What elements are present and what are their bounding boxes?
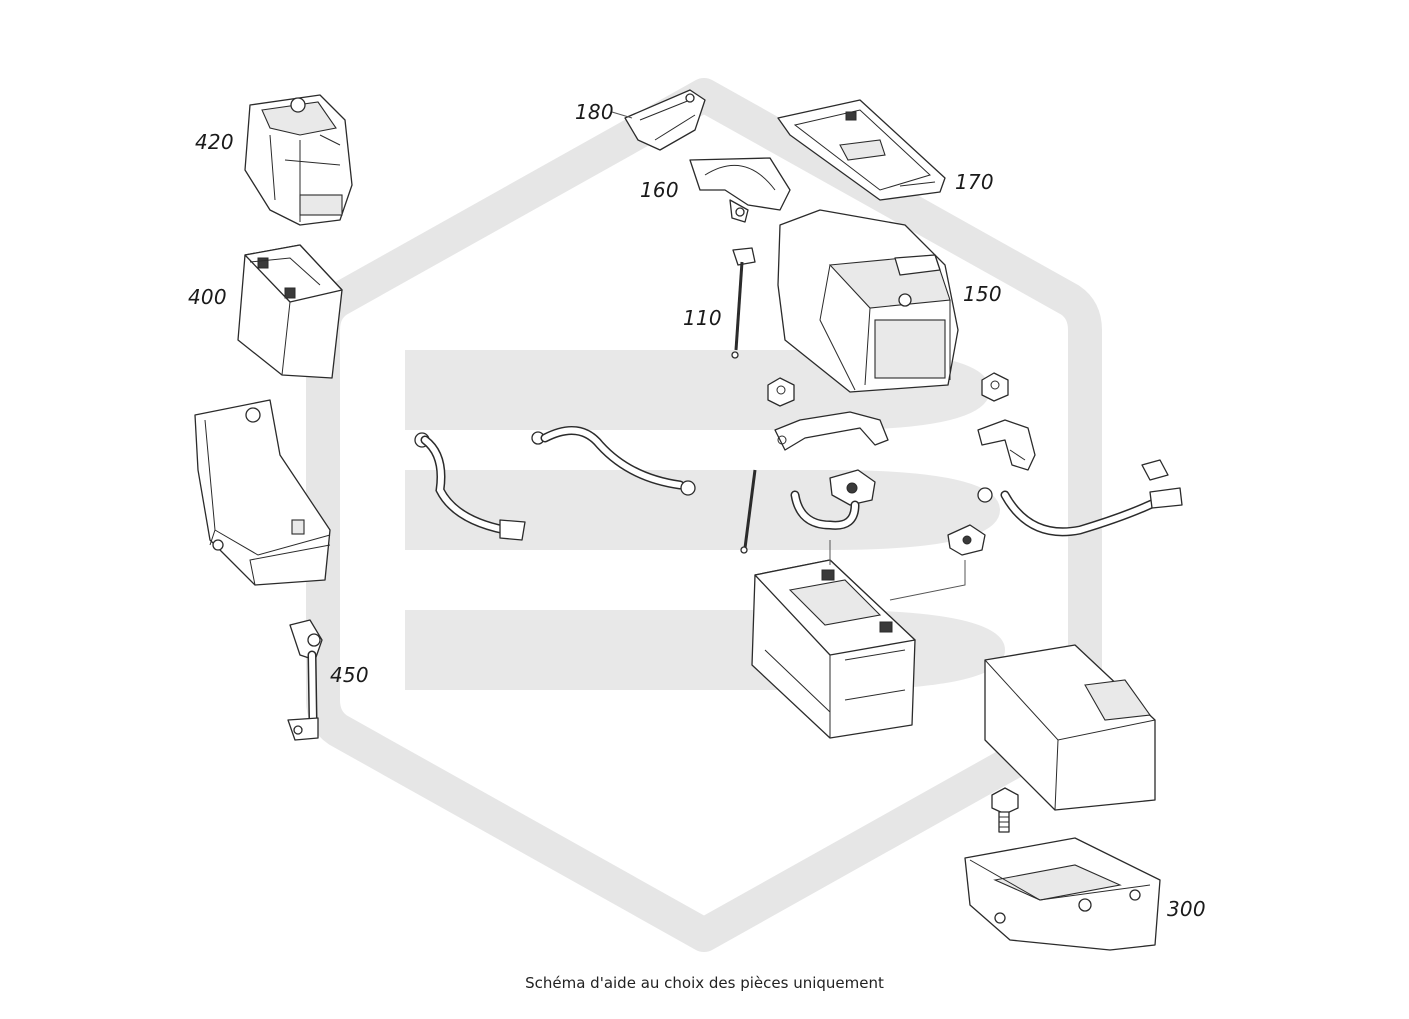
callout-110: 110 — [683, 306, 722, 330]
part-nut-right[interactable] — [981, 372, 1009, 402]
part-300-lower-tray[interactable] — [964, 837, 1161, 951]
part-main-battery[interactable] — [751, 540, 966, 739]
part-support-rod[interactable] — [740, 469, 757, 554]
leader-lines — [611, 111, 633, 119]
callout-400: 400 — [188, 285, 227, 309]
part-180-bracket[interactable] — [624, 89, 706, 151]
part-terminal-clip-right[interactable] — [977, 419, 1036, 471]
part-right-cable[interactable] — [977, 459, 1183, 537]
part-170-fuse-lid[interactable] — [777, 99, 946, 201]
part-150-battery-cover[interactable] — [777, 209, 959, 393]
part-negative-cable-long[interactable] — [531, 425, 696, 496]
part-negative-terminal-clamp[interactable] — [947, 524, 986, 556]
part-right-tray-box[interactable] — [984, 644, 1156, 811]
diagram-caption: Schéma d'aide au choix des pièces unique… — [525, 974, 884, 992]
callout-420: 420 — [195, 130, 234, 154]
callout-160: 160 — [640, 178, 679, 202]
part-nut-left[interactable] — [767, 377, 795, 407]
part-bolt[interactable] — [991, 787, 1019, 833]
callout-150: 150 — [963, 282, 1002, 306]
watermark-logo — [306, 78, 1102, 952]
callout-170: 170 — [955, 170, 994, 194]
part-positive-terminal-cable[interactable] — [790, 469, 876, 530]
part-420-battery-cover[interactable] — [244, 94, 353, 226]
part-400-small-battery[interactable] — [237, 244, 343, 379]
callout-180: 180 — [575, 100, 614, 124]
part-left-tray[interactable] — [194, 399, 331, 586]
callout-300: 300 — [1167, 897, 1206, 921]
part-110-rod[interactable] — [731, 247, 756, 359]
part-negative-cable-short[interactable] — [414, 432, 526, 541]
part-450-ground-strap[interactable] — [287, 619, 323, 741]
part-160-terminal-bracket[interactable] — [689, 157, 791, 223]
callout-450: 450 — [330, 663, 369, 687]
part-hold-down-clamp[interactable] — [774, 411, 889, 451]
